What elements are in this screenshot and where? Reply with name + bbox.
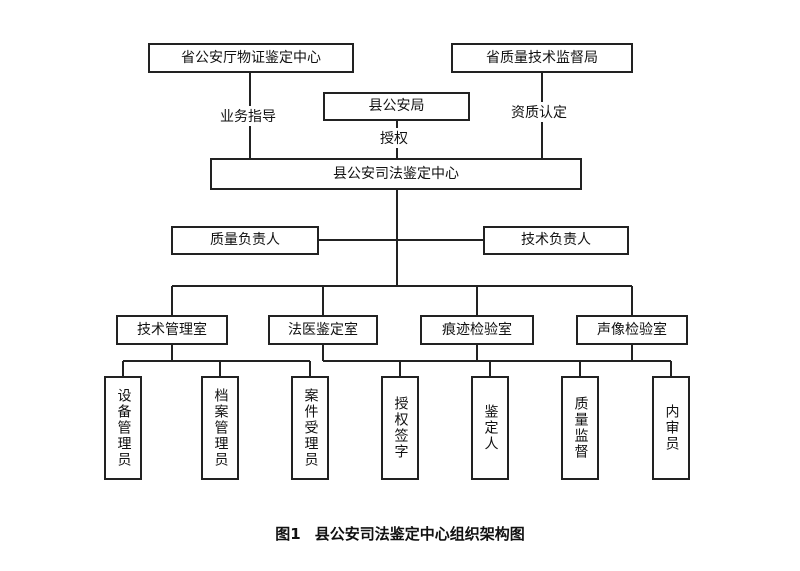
node-county-police-bureau: 县公安局 — [323, 92, 470, 121]
node-archive-manager: 档案管理员 — [201, 376, 239, 480]
node-provincial-police-center: 省公安厅物证鉴定中心 — [148, 43, 354, 73]
figure-caption: 图1 县公安司法鉴定中心组织架构图 — [0, 523, 800, 544]
node-appraiser: 鉴定人 — [471, 376, 509, 480]
node-county-forensic-center: 县公安司法鉴定中心 — [210, 158, 582, 190]
node-quality-lead: 质量负责人 — [171, 226, 319, 255]
node-equipment-manager: 设备管理员 — [104, 376, 142, 480]
node-quality-supervisor: 质量监督 — [561, 376, 599, 480]
figure-number: 图1 — [275, 525, 301, 543]
edge-label-qualification: 资质认定 — [509, 102, 569, 122]
node-internal-auditor: 内审员 — [652, 376, 690, 480]
node-authorized-signatory: 授权签字 — [381, 376, 419, 480]
node-forensic-medicine-office: 法医鉴定室 — [268, 315, 378, 345]
node-provincial-quality-bureau: 省质量技术监督局 — [451, 43, 633, 73]
edge-label-authorization: 授权 — [378, 128, 410, 148]
node-audio-video-lab: 声像检验室 — [576, 315, 688, 345]
edge-label-business-guidance: 业务指导 — [218, 106, 278, 126]
node-tech-management-office: 技术管理室 — [116, 315, 228, 345]
node-trace-lab: 痕迹检验室 — [420, 315, 534, 345]
figure-title: 县公安司法鉴定中心组织架构图 — [314, 525, 525, 543]
node-case-receiver: 案件受理员 — [291, 376, 329, 480]
node-technical-lead: 技术负责人 — [483, 226, 629, 255]
